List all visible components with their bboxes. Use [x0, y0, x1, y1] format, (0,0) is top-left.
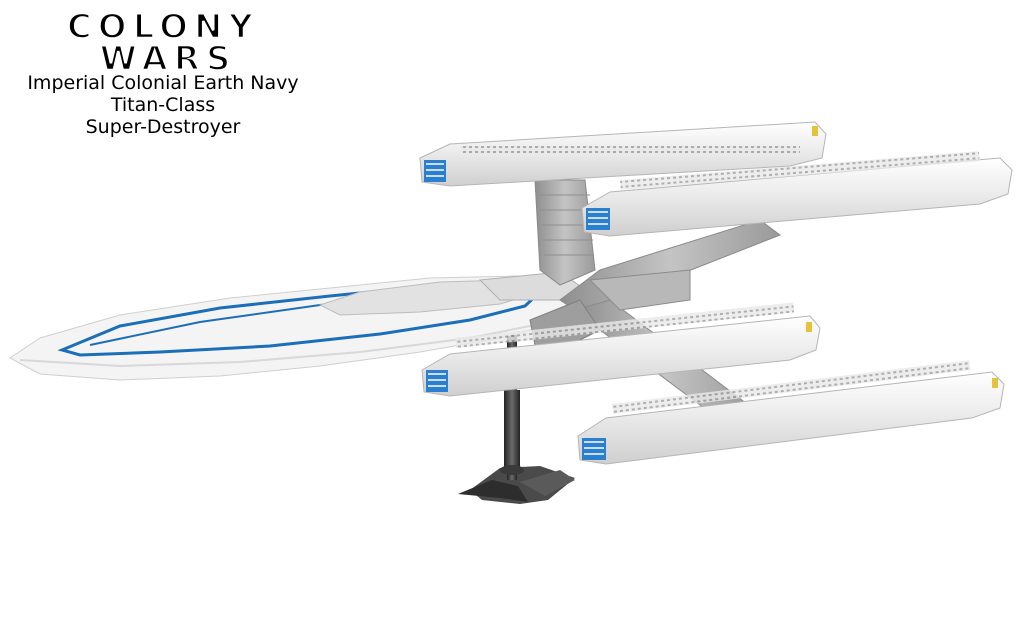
upper-pylon [534, 179, 596, 286]
colony-wars-logo: COLONY WARS [66, 10, 259, 72]
caption-class: Titan-Class [110, 94, 216, 116]
nacelle-upper-front [581, 151, 1013, 237]
nacelle-lower-rear [421, 302, 821, 397]
display-stand [458, 335, 575, 504]
title-block: COLONY WARS Imperial Colonial Earth Navy… [0, 10, 330, 138]
caption-navy: Imperial Colonial Earth Navy [27, 72, 299, 94]
logo-line-2: WARS [100, 39, 237, 72]
caption-type: Super-Destroyer [85, 116, 241, 138]
nacelle-upper-rear [419, 121, 827, 187]
nacelle-lower-front [577, 360, 1005, 465]
logo-line-1: COLONY [67, 10, 259, 47]
primary-hull [9, 271, 586, 381]
